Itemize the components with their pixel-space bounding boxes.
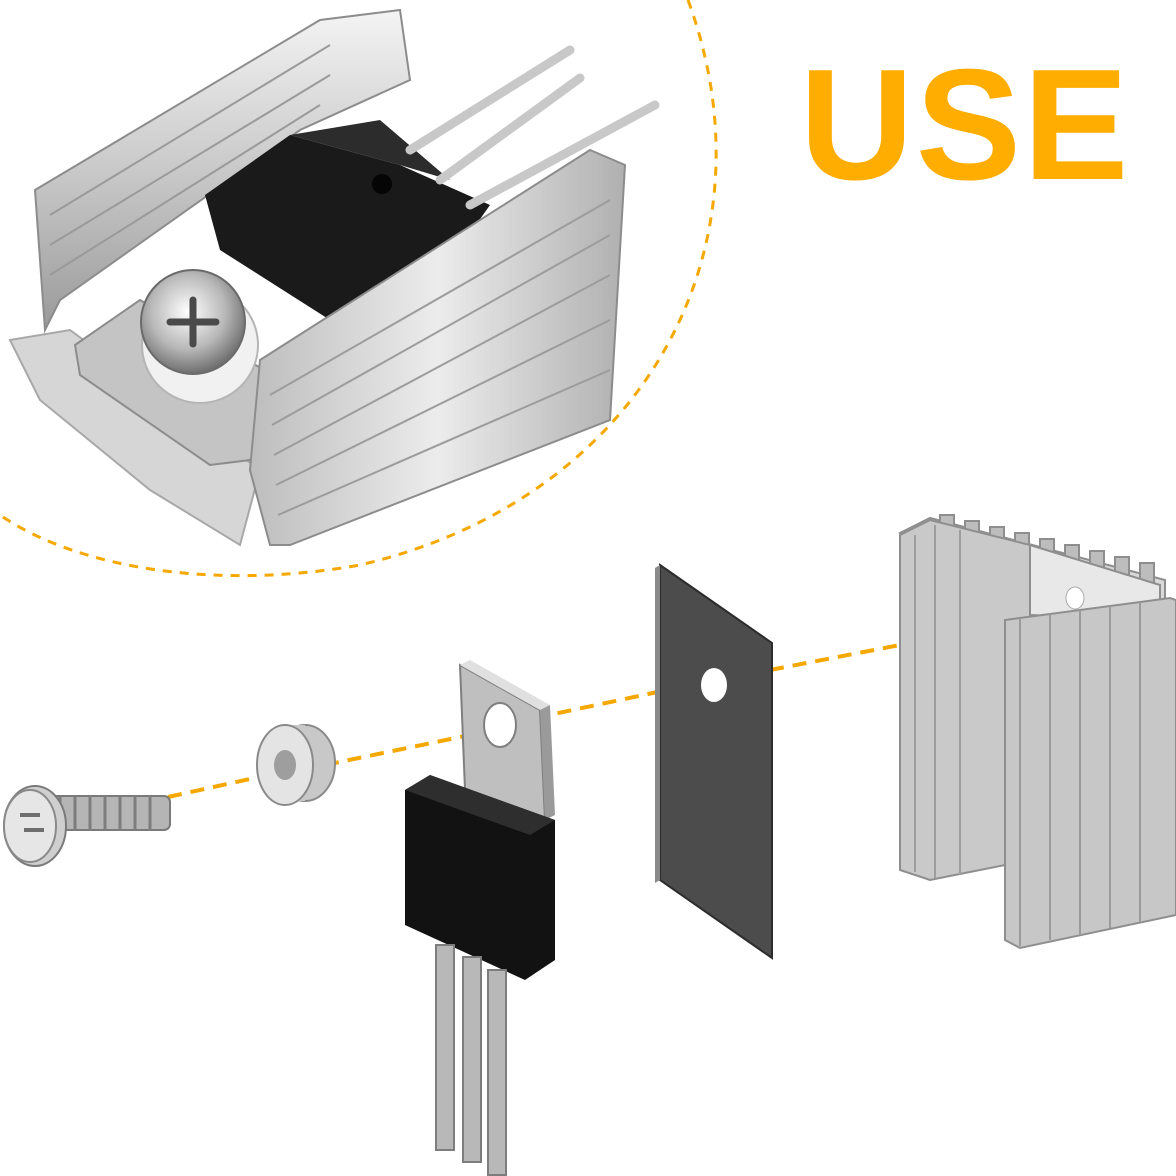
photo-inset <box>0 0 718 578</box>
inset-screw-slot <box>166 296 220 348</box>
heatsink-icon <box>898 514 1176 950</box>
inset-heatsink-front <box>248 148 627 546</box>
inset-base-sheet <box>8 328 262 547</box>
screw-icon <box>3 785 171 867</box>
use-headline: USE <box>799 37 1131 213</box>
washer-icon <box>256 724 336 806</box>
inset-dashed-boundary <box>0 0 718 578</box>
insulator-pad-icon <box>655 563 773 960</box>
inset-heatsink-back <box>33 8 412 334</box>
inset-transistor-leads <box>405 45 660 210</box>
inset-mount-hole <box>372 174 392 194</box>
transistor-icon <box>405 660 555 1176</box>
